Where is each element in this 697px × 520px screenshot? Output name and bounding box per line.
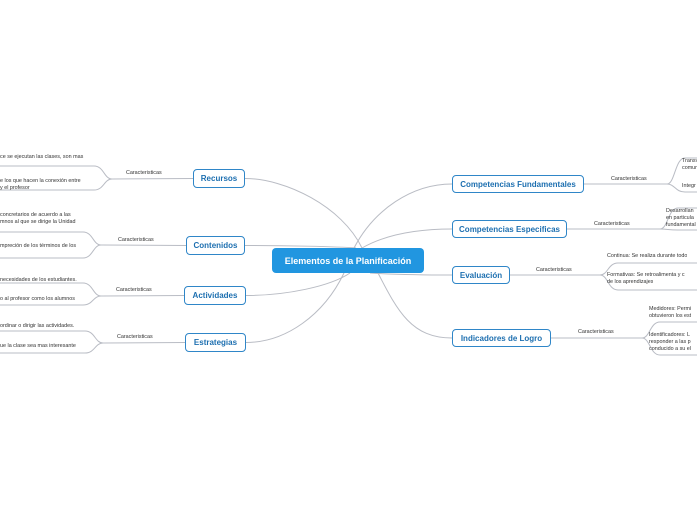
competencias-fundamentales-detail-0-line-1: comun: [682, 165, 697, 171]
connector-competencias-fundamentales-item-bottom: [666, 183, 697, 193]
connector-recursos-item-bottom: [0, 178, 113, 191]
recursos-detail-1-line-0: e los que hacen la conexión entre: [0, 178, 81, 184]
connector-central-estrategias: [245, 272, 345, 343]
actividades-detail-1-line-0: o al profesor como los alumnos: [0, 296, 75, 302]
indicadores-de-logro-detail-0-line-1: obtuvieron los est: [649, 313, 692, 319]
actividades-detail-0-line-0: necesidades de los estudiantes.: [0, 277, 77, 283]
connector-indicadores-de-logro-item-bottom: [641, 337, 697, 356]
topic-estrategias[interactable]: Estrategias: [185, 333, 246, 352]
competencias-especificas-characteristics-label: Caracteristicas: [594, 221, 630, 227]
connector-central-evaluacion: [369, 272, 453, 276]
topic-recursos[interactable]: Recursos: [193, 169, 245, 188]
indicadores-de-logro-detail-1-line-0: Identificadores: L: [649, 332, 691, 338]
connector-recursos-item-top: [0, 165, 113, 180]
indicadores-de-logro-detail-1-line-2: conducido a su el: [649, 346, 691, 352]
estrategias-detail-1-line-0: ue la clase sea mas interesante: [0, 343, 76, 349]
competencias-fundamentales-detail-1-line-0: Integr: [682, 183, 696, 189]
connector-central-actividades: [245, 272, 351, 296]
connector-evaluacion-item-bottom: [599, 274, 697, 291]
connector-contenidos-item-top: [0, 231, 102, 246]
indicadores-de-logro-characteristics-label: Caracteristicas: [578, 329, 614, 335]
competencias-especificas-detail-0-line-1: en particula: [666, 215, 694, 221]
competencias-especificas-detail-0-line-0: Desarrollan: [666, 208, 694, 214]
connector-contenidos-characteristics: [100, 244, 187, 246]
estrategias-detail-0-line-0: ordinar o dirigir las actividades.: [0, 323, 75, 329]
topic-competencias-especificas[interactable]: Competencias Especificas: [452, 220, 567, 238]
competencias-fundamentales-detail-0-line-0: Transv: [682, 158, 697, 164]
connector-central-recursos: [244, 178, 363, 249]
indicadores-de-logro-detail-1-line-1: responder a las p: [649, 339, 691, 345]
topic-contenidos[interactable]: Contenidos: [186, 236, 245, 255]
competencias-fundamentales-characteristics-label: Caracteristicas: [611, 176, 647, 182]
evaluacion-characteristics-label: Caracteristicas: [536, 267, 572, 273]
contenidos-detail-1-line-0: mpreción de los términos de los: [0, 243, 77, 249]
connector-competencias-especificas-item-bottom: [659, 228, 697, 231]
recursos-characteristics-label: Caracteristicas: [126, 170, 162, 176]
indicadores-de-logro-detail-0-line-0: Medidores: Permi: [649, 306, 692, 312]
connector-estrategias-item-bottom: [0, 342, 104, 354]
connector-actividades-item-bottom: [0, 295, 102, 306]
connector-competencias-especificas-item-top: [659, 207, 697, 230]
connector-contenidos-item-bottom: [0, 244, 102, 259]
topic-competencias-fundamentales[interactable]: Competencias Fundamentales: [452, 175, 584, 193]
contenidos-detail-0-line-0: concretarios de acuerdo a las: [0, 212, 71, 218]
recursos-detail-1-line-1: y el profesor: [0, 185, 30, 191]
connector-indicadores-de-logro-item-top: [641, 321, 697, 339]
estrategias-characteristics-label: Caracteristicas: [117, 334, 153, 340]
connector-central-indicadores-de-logro: [377, 272, 453, 339]
central-topic[interactable]: Elementos de la Planificación: [272, 248, 424, 273]
connector-actividades-characteristics: [100, 295, 185, 297]
evaluacion-detail-1-line-0: Formativas: Se retroalimenta y c: [607, 272, 685, 278]
connector-evaluacion-item-top: [599, 262, 697, 276]
evaluacion-detail-0-line-0: Continua: Se realiza durante todo: [607, 253, 688, 259]
evaluacion-detail-1-line-1: de los aprendizajes: [607, 279, 654, 285]
connector-recursos-characteristics: [111, 178, 194, 180]
connector-central-competencias-fundamentales: [353, 183, 453, 249]
connector-competencias-fundamentales-item-top: [666, 157, 697, 185]
contenidos-characteristics-label: Caracteristicas: [118, 237, 154, 243]
contenidos-detail-0-line-1: mnos al que se dirige la Unidad: [0, 219, 76, 225]
connector-estrategias-item-top: [0, 330, 104, 344]
recursos-detail-0-line-0: ce se ejecutan las clases, son mas: [0, 154, 84, 160]
topic-indicadores-de-logro[interactable]: Indicadores de Logro: [452, 329, 551, 347]
topic-actividades[interactable]: Actividades: [184, 286, 246, 305]
competencias-especificas-detail-0-line-2: fundamental: [666, 222, 696, 228]
connector-central-contenidos: [244, 245, 357, 249]
connector-estrategias-characteristics: [102, 342, 186, 344]
connector-actividades-item-top: [0, 282, 102, 297]
topic-evaluacion[interactable]: Evaluación: [452, 266, 510, 284]
actividades-characteristics-label: Caracteristicas: [116, 287, 152, 293]
connector-central-competencias-especificas: [361, 228, 453, 249]
